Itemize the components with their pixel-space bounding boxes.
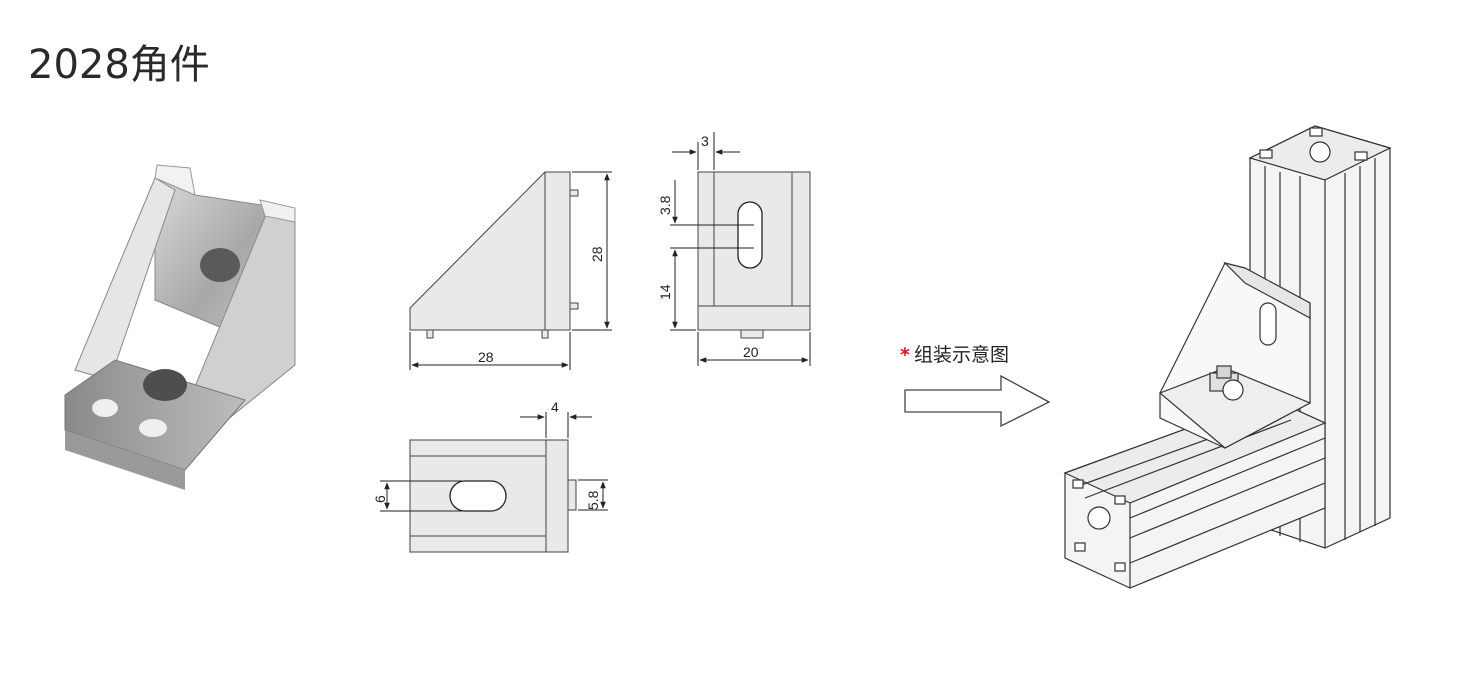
right-arrow-icon [904,374,1051,428]
bottom-view: 4 6 5.8 [372,399,608,553]
assembly-diagram [1063,125,1392,589]
side-view: 28 28 [409,171,612,370]
technical-drawings: 28 28 3 3.8 14 20 [372,132,811,553]
dim-side-height: 28 [589,246,605,262]
dim-bottom-edge: 4 [551,399,559,415]
dim-front-top-edge: 3 [701,133,709,149]
assembly-note: *组装示意图 [900,340,1009,367]
dim-side-width: 28 [478,349,494,365]
dim-front-slot-height: 3.8 [657,195,673,215]
assembly-note-label: 组装示意图 [913,344,1009,366]
front-view: 3 3.8 14 20 [657,132,811,366]
required-star-icon: * [900,344,910,366]
dim-bottom-pin: 5.8 [585,490,601,510]
dim-front-width: 20 [743,344,759,360]
dim-front-slot-offset: 14 [657,284,673,300]
page-title: 2028角件 [28,42,210,88]
product-photo [64,164,296,490]
dim-bottom-slot-width: 6 [372,495,388,503]
